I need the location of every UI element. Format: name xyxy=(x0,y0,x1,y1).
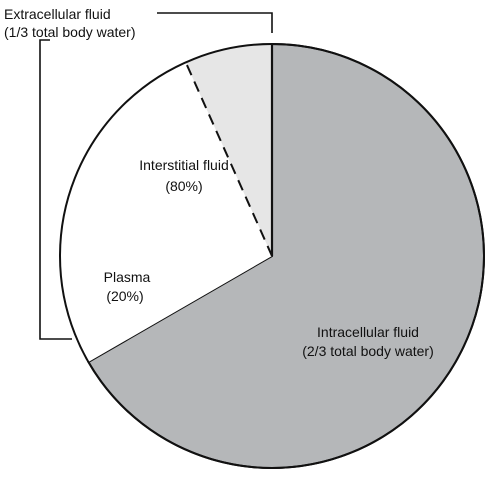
interstitial-label-line2: (80%) xyxy=(165,178,202,194)
pie-outline xyxy=(59,43,485,469)
plasma-label-line2: (20%) xyxy=(106,288,143,304)
slice-plasma xyxy=(185,44,272,256)
ecf-bracket-left xyxy=(39,39,72,340)
ecf-label-line1: Extracellular fluid xyxy=(4,6,111,22)
plasma-label-line1: Plasma xyxy=(104,269,151,285)
intracellular-label-line2: (2/3 total body water) xyxy=(302,343,434,359)
intracellular-label-line1: Intracellular fluid xyxy=(317,324,419,340)
ecf-bracket-right xyxy=(157,12,273,33)
ecf-label-line2: (1/3 total body water) xyxy=(4,24,136,40)
interstitial-label-line1: Interstitial fluid xyxy=(139,157,228,173)
